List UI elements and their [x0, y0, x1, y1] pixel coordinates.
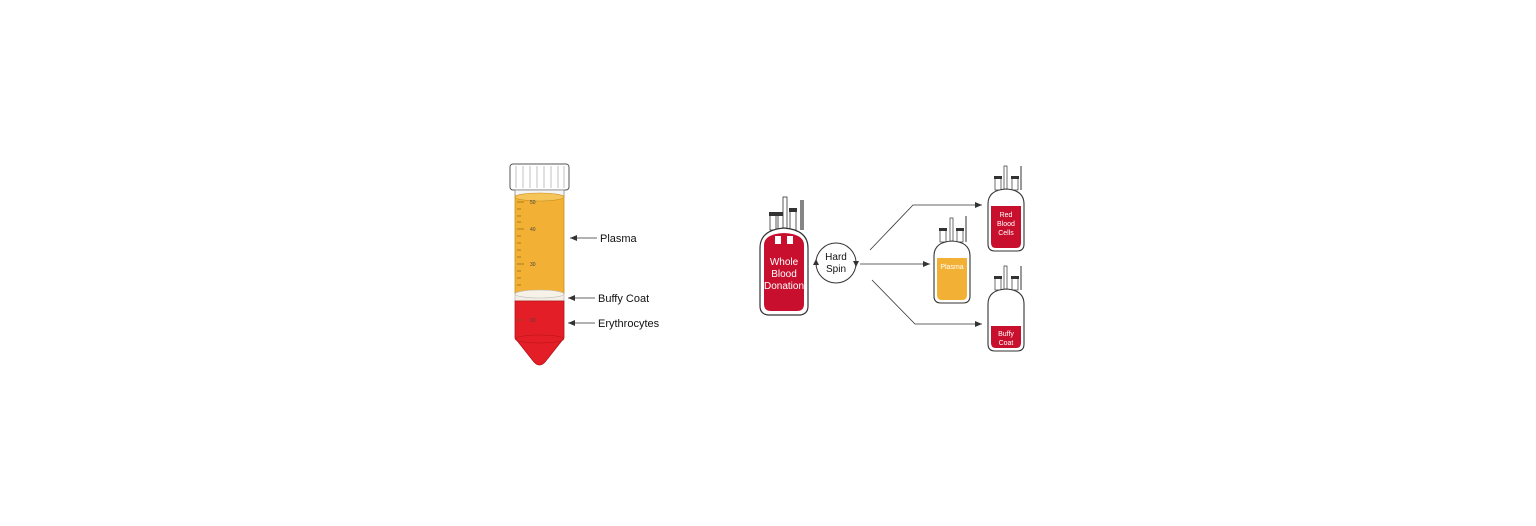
spin-label-line1: Hard [825, 252, 847, 263]
rbc-label-line3: Cells [998, 230, 1014, 237]
plasma-label: Plasma [600, 233, 638, 245]
rbc-label-line2: Blood [997, 221, 1015, 228]
process-arrows [860, 202, 982, 327]
erythrocytes-layer [514, 300, 565, 366]
buffy-coat-bag-label-line1: Buffy [998, 331, 1014, 338]
hard-spin-step: Hard Spin [813, 242, 859, 284]
whole-blood-bag: Whole Blood Donation [759, 196, 809, 316]
tick-label-50: 50 [530, 200, 536, 206]
plasma-bag: Plasma [933, 216, 971, 304]
plasma-bag-label: Plasma [940, 264, 963, 271]
whole-blood-label-line3: Donation [764, 281, 804, 292]
centrifuge-tube: 50 40 30 10 [509, 163, 570, 366]
red-blood-cells-bag: Red Blood Cells [987, 165, 1025, 252]
buffy-coat-bag: Buffy Coat [987, 265, 1025, 352]
tube-labels: Plasma Buffy Coat Erythrocytes [568, 233, 660, 330]
tube-cap [509, 163, 570, 191]
arrow-to-buffy-coat [871, 279, 982, 327]
whole-blood-label-line2: Blood [771, 269, 797, 280]
tick-label-40: 40 [530, 227, 536, 233]
rbc-label-line1: Red [1000, 212, 1013, 219]
erythrocytes-label: Erythrocytes [598, 318, 660, 330]
buffy-coat-label: Buffy Coat [598, 293, 649, 305]
arrow-to-red-blood-cells [869, 202, 982, 251]
plasma-layer [514, 195, 565, 295]
spin-label-line2: Spin [826, 264, 846, 275]
whole-blood-label-line1: Whole [770, 257, 799, 268]
buffy-coat-bag-label-line2: Coat [999, 340, 1014, 347]
tick-label-10: 10 [530, 318, 536, 324]
tick-label-30: 30 [530, 262, 536, 268]
graduation-marks [517, 201, 524, 321]
